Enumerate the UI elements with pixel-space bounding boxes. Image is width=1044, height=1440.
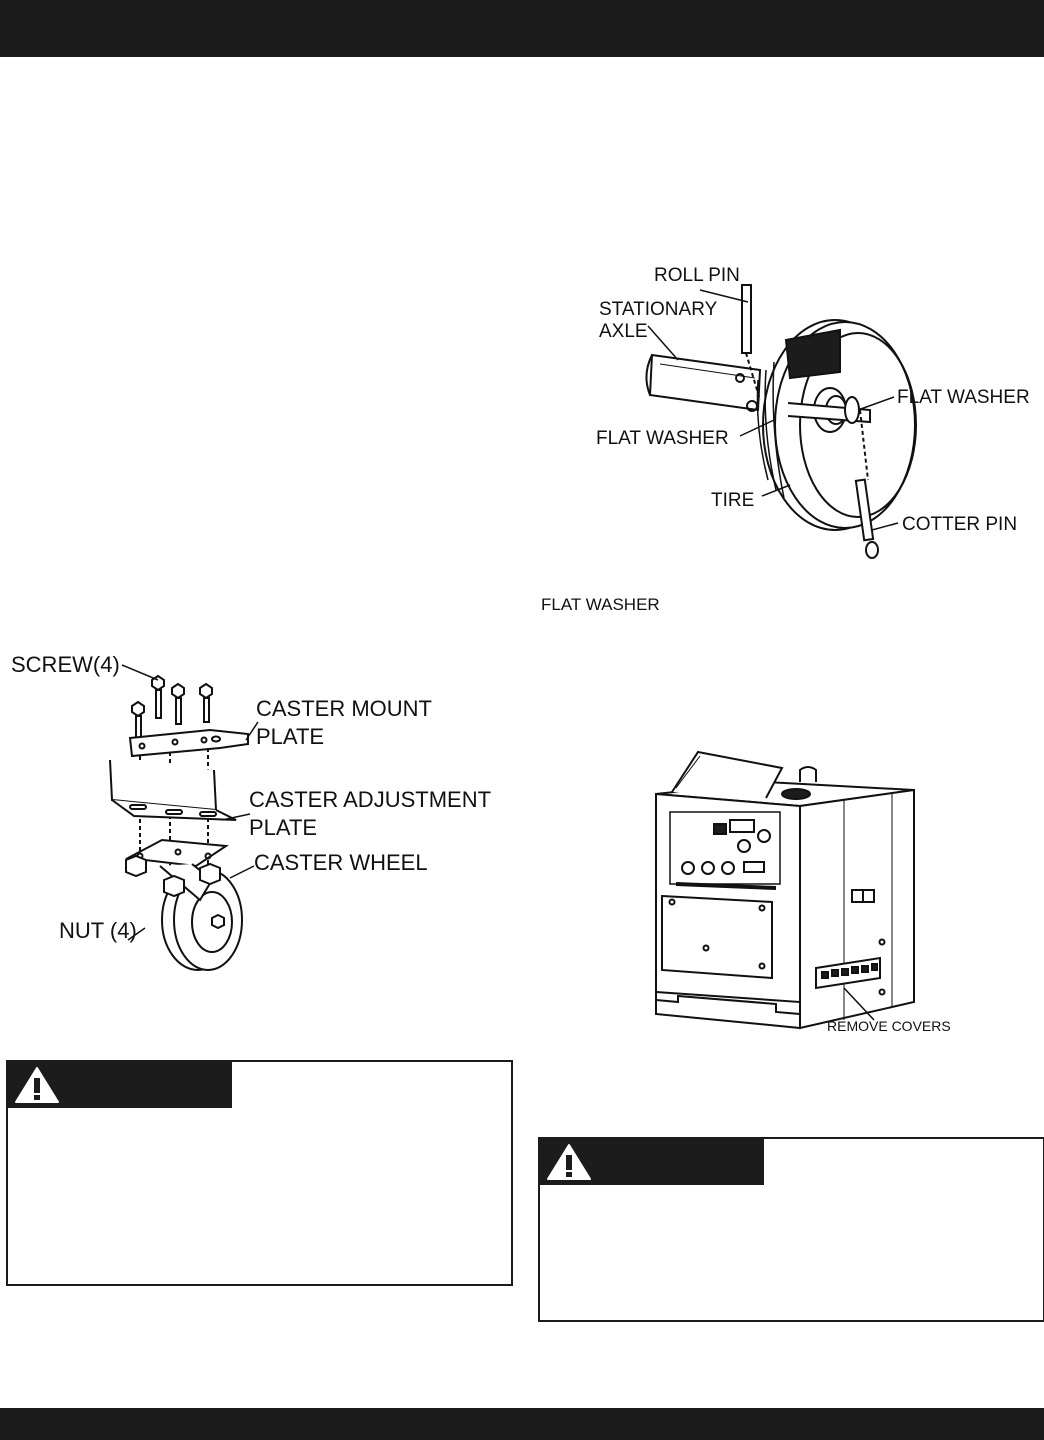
label-caster-wheel: CASTER WHEEL <box>254 850 428 875</box>
label-axle: AXLE <box>599 321 648 342</box>
label-screw: SCREW(4) <box>11 652 120 677</box>
warning-box-right <box>538 1137 1044 1322</box>
warning-header-right <box>540 1139 764 1185</box>
warning-triangle-icon <box>547 1144 591 1180</box>
caster-drawing <box>109 664 249 971</box>
label-cotter-pin: COTTER PIN <box>902 514 1018 535</box>
warning-box-left <box>6 1060 513 1286</box>
flat-washer-caption: FLAT WASHER <box>541 595 660 614</box>
caster-leader-lines <box>221 721 259 879</box>
footer-bar <box>0 1408 1044 1440</box>
label-caster-adjustment: CASTER ADJUSTMENT <box>249 787 492 812</box>
label-roll-pin: ROLL PIN <box>654 265 740 286</box>
warning-header-left <box>8 1062 232 1108</box>
warning-triangle-icon <box>15 1067 59 1103</box>
wheel-axle-drawing <box>645 284 917 559</box>
label-remove-covers: REMOVE COVERS <box>827 1018 951 1034</box>
header-bar <box>0 0 1044 57</box>
label-flat-washer-left: FLAT WASHER <box>596 428 729 449</box>
label-caster-mount-plate: PLATE <box>256 724 325 749</box>
generator-drawing <box>655 750 915 1030</box>
label-stationary: STATIONARY <box>599 299 718 320</box>
label-caster-adjustment-plate: PLATE <box>249 815 318 840</box>
label-caster-mount: CASTER MOUNT <box>256 696 432 721</box>
label-flat-washer-right: FLAT WASHER <box>897 387 1030 408</box>
label-nut: NUT (4) <box>59 918 137 943</box>
label-tire: TIRE <box>711 490 755 511</box>
